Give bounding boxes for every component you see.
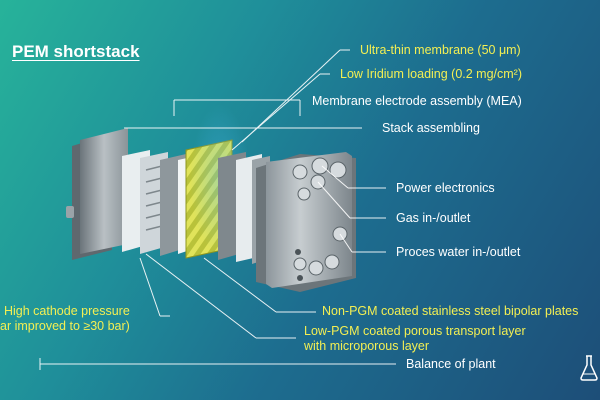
- label-balance-of-plant: Balance of plant: [406, 357, 496, 371]
- label-gas-inlet: Gas in-/outlet: [396, 211, 471, 225]
- left-end-plate: [66, 128, 128, 260]
- label-stack-assembling: Stack assembling: [382, 121, 480, 135]
- page-title: PEM shortstack: [12, 42, 140, 61]
- flask-icon: [580, 355, 598, 381]
- label-bipolar-plates: Non-PGM coated stainless steel bipolar p…: [322, 304, 579, 318]
- label-process-water: Proces water in-/outlet: [396, 245, 521, 259]
- label-ptl-line1: Low-PGM coated porous transport layer: [304, 324, 526, 338]
- label-low-iridium: Low Iridium loading (0.2 mg/cm²): [340, 67, 523, 81]
- label-ptl-line2: with microporous layer: [304, 339, 430, 353]
- label-mea: Membrane electrode assembly (MEA): [312, 94, 522, 108]
- label-ultra-thin-membrane: Ultra-thin membrane (50 μm): [360, 43, 521, 57]
- label-cathode-line2: ar improved to ≥30 bar): [0, 319, 130, 333]
- label-cathode-line1: High cathode pressure: [4, 304, 130, 318]
- right-end-plate: [256, 152, 356, 292]
- label-power-electronics: Power electronics: [396, 181, 495, 195]
